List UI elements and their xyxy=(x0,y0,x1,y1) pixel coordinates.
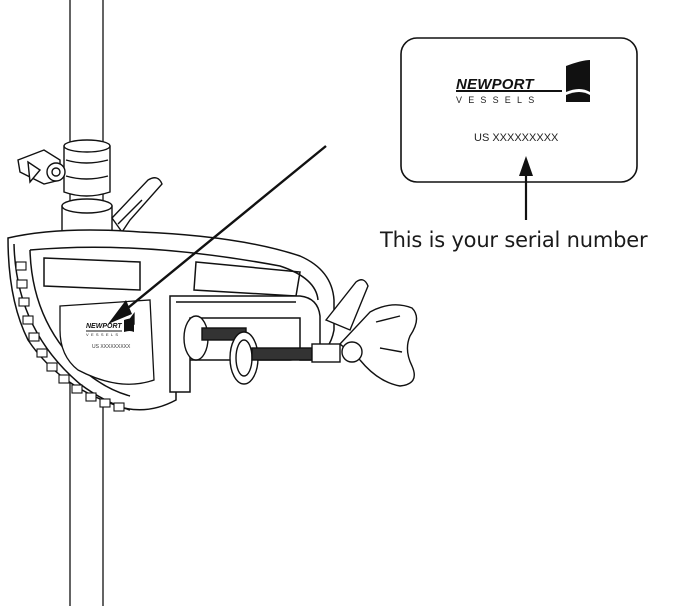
wing-handle xyxy=(324,279,418,387)
pointer-arrow-icon xyxy=(108,145,327,324)
clamp-screw-lower xyxy=(229,331,341,385)
shaft-collar xyxy=(17,139,111,197)
serial-arrow-icon xyxy=(519,156,533,220)
card-brand-subtitle: VESSELS xyxy=(456,95,541,105)
plate-brand-name: NEWPORT xyxy=(86,323,122,330)
card-brand-name: NEWPORT xyxy=(456,76,534,93)
tilt-lever xyxy=(61,177,163,237)
tilt-scale-teeth xyxy=(15,261,125,412)
plate-brand-subtitle: VESSELS xyxy=(86,332,121,337)
newport-sail-logo-icon xyxy=(566,60,590,102)
plate-serial-number: US XXXXXXXXX xyxy=(92,344,131,350)
plate-sail-logo-icon xyxy=(124,318,134,332)
card-serial-number: US XXXXXXXXX xyxy=(474,132,559,144)
serial-card xyxy=(400,37,638,183)
serial-callout-label: This is your serial number xyxy=(380,228,648,252)
